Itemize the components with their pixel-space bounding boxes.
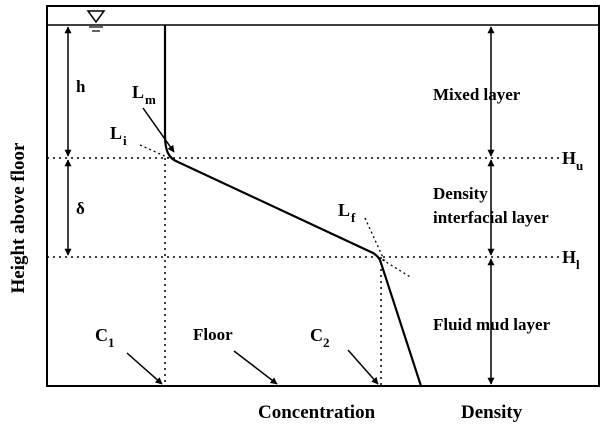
svg-text:H: H <box>562 148 576 168</box>
right-axis-label: Density <box>461 402 523 423</box>
c1-label: C 1 <box>95 325 115 350</box>
svg-text:C: C <box>310 325 323 345</box>
svg-text:L: L <box>110 123 122 143</box>
lf-label: L f <box>338 200 356 225</box>
fluid-mud-layer-label: Fluid mud layer <box>433 315 551 334</box>
water-surface-icon <box>86 10 106 32</box>
interfacial-layer-label-line2: interfacial layer <box>433 208 549 227</box>
svg-text:H: H <box>562 247 576 267</box>
c1-pointer-arrow <box>126 352 163 385</box>
svg-text:f: f <box>351 210 356 225</box>
svg-text:u: u <box>576 158 583 173</box>
hl-label: H l <box>562 247 580 272</box>
concentration-profile-curve <box>163 25 423 387</box>
x-axis-label: Concentration <box>258 402 376 423</box>
c2-label: C 2 <box>310 325 330 350</box>
lf-tangent-line <box>364 217 386 263</box>
li-tangent-line <box>139 144 179 163</box>
h-label: h <box>76 77 86 96</box>
floor-label: Floor <box>193 325 233 344</box>
svg-text:L: L <box>338 200 350 220</box>
svg-text:m: m <box>145 92 156 107</box>
li-label: L i <box>110 123 127 148</box>
delta-label: δ <box>76 199 85 218</box>
c2-pointer-arrow <box>347 349 379 385</box>
floor-pointer-arrow <box>233 350 278 385</box>
svg-text:C: C <box>95 325 108 345</box>
svg-text:2: 2 <box>323 335 330 350</box>
svg-text:1: 1 <box>108 335 115 350</box>
svg-text:l: l <box>576 257 580 272</box>
lf-extension-line <box>377 256 413 279</box>
svg-text:L: L <box>132 82 144 102</box>
lm-label: L m <box>132 82 156 107</box>
svg-text:i: i <box>123 133 127 148</box>
y-axis-label: Height above floor <box>8 142 29 293</box>
interfacial-layer-label-line1: Density <box>433 184 488 203</box>
hu-label: H u <box>562 148 583 173</box>
mixed-layer-label: Mixed layer <box>433 85 521 104</box>
lm-pointer-arrow <box>142 107 175 153</box>
diagram-frame <box>46 5 600 387</box>
